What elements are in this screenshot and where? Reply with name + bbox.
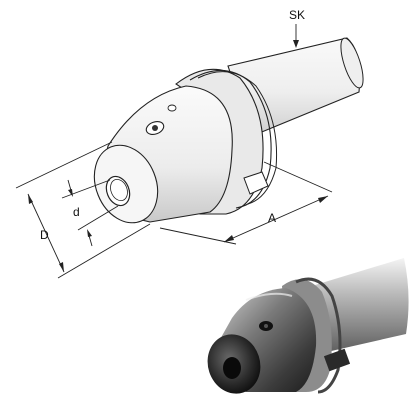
label-d-big: D (40, 228, 49, 242)
holder-body (93, 85, 233, 224)
taper-cone (227, 37, 364, 137)
dimension-lines (15, 24, 333, 279)
label-sk: SK (289, 8, 306, 22)
label-a: A (268, 211, 277, 225)
label-d-small: d (73, 205, 80, 219)
product-photo (207, 258, 409, 394)
